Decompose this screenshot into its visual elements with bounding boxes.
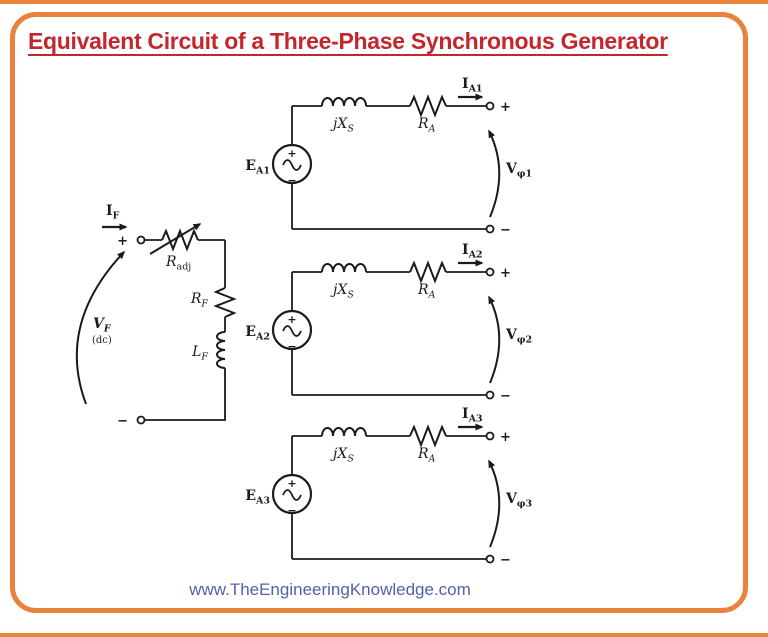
p2-wire (291, 272, 487, 396)
bottom-edge-border (0, 633, 768, 637)
p1-voltage-label: Vφ1 (505, 161, 532, 180)
p2-reactance-label: jXS (330, 282, 354, 301)
p3-armature-resistor (409, 424, 447, 448)
p3-emf-label: EA3 (245, 488, 270, 507)
p2-positive-terminal (485, 267, 495, 277)
p1-sine-icon (282, 159, 302, 171)
field-voltage-note: (dc) (92, 335, 112, 346)
p3-current-label: IA3 (462, 406, 483, 425)
p3-terminal-plus: + (500, 430, 511, 445)
p3-wire (291, 436, 487, 560)
p2-sine-icon (282, 325, 302, 337)
p1-voltage-arrow-icon (488, 129, 501, 218)
field-voltage-label: VF (93, 316, 112, 335)
p2-negative-terminal (485, 390, 495, 400)
field-plus-sign: + (117, 234, 128, 249)
p1-terminal-minus: − (500, 223, 511, 238)
p1-source-plus: + (287, 147, 296, 160)
p1-reactance-coil (321, 97, 367, 107)
p2-voltage-arrow-icon (488, 295, 501, 384)
p2-emf-label: EA2 (245, 324, 270, 343)
phase-1-circuit: + − EA1 jXS RA IA1 + − Vφ1 (245, 76, 532, 238)
p1-source-minus: − (287, 174, 296, 187)
p2-terminal-minus: − (500, 389, 511, 404)
p1-positive-terminal (485, 101, 495, 111)
top-edge-border (0, 0, 768, 4)
p2-current-label: IA2 (462, 242, 483, 261)
phase-3-circuit: + − EA3 jXS RA IA3 + − Vφ3 (245, 406, 532, 568)
field-resistor-label: RF (190, 291, 209, 310)
field-minus-sign: − (117, 414, 128, 429)
p3-sine-icon (282, 489, 302, 501)
p3-voltage-arrow-icon (488, 459, 501, 548)
p1-terminal-plus: + (500, 100, 511, 115)
p2-terminal-plus: + (500, 266, 511, 281)
p1-armature-resistor (409, 94, 447, 118)
p2-armature-resistor (409, 260, 447, 284)
p1-current-label: IA1 (462, 76, 483, 95)
orange-frame-border (10, 12, 748, 613)
field-negative-terminal (136, 415, 146, 425)
p3-voltage-label: Vφ3 (505, 491, 532, 510)
rheostat-label: Radj (165, 254, 191, 273)
p3-terminal-minus: − (500, 553, 511, 568)
phase-2-circuit: + − EA2 jXS RA IA2 + − Vφ2 (245, 242, 532, 404)
p3-positive-terminal (485, 431, 495, 441)
p3-negative-terminal (485, 554, 495, 564)
field-resistor-zigzag (213, 287, 237, 318)
p3-source-minus: − (287, 504, 296, 517)
p2-voltage-label: Vφ2 (505, 327, 532, 346)
field-bottom-wire (144, 368, 226, 421)
p1-wire (291, 106, 487, 230)
field-current-label: IF (106, 203, 120, 222)
p3-resistance-label: RA (417, 446, 436, 465)
field-voltage-arrow-icon (75, 250, 126, 405)
p2-source-minus: − (287, 340, 296, 353)
rheostat-adjust-arrow-icon (149, 223, 202, 255)
p1-negative-terminal (485, 224, 495, 234)
p3-reactance-label: jXS (330, 446, 354, 465)
p1-emf-label: EA1 (245, 158, 270, 177)
page-title: Equivalent Circuit of a Three-Phase Sync… (28, 28, 668, 54)
p2-resistance-label: RA (417, 282, 436, 301)
field-circuit: IF + Radj RF LF − VF (dc) (75, 203, 237, 429)
field-inductor-label: LF (191, 344, 208, 363)
p1-reactance-label: jXS (330, 116, 354, 135)
p2-reactance-coil (321, 263, 367, 273)
website-url: www.TheEngineeringKnowledge.com (189, 580, 471, 599)
p1-resistance-label: RA (417, 116, 436, 135)
p3-source-plus: + (287, 477, 296, 490)
p3-reactance-coil (321, 427, 367, 437)
field-positive-terminal (136, 235, 146, 245)
rheostat-zigzag (161, 228, 199, 252)
field-inductor-coil (216, 331, 226, 369)
p2-source-plus: + (287, 313, 296, 326)
